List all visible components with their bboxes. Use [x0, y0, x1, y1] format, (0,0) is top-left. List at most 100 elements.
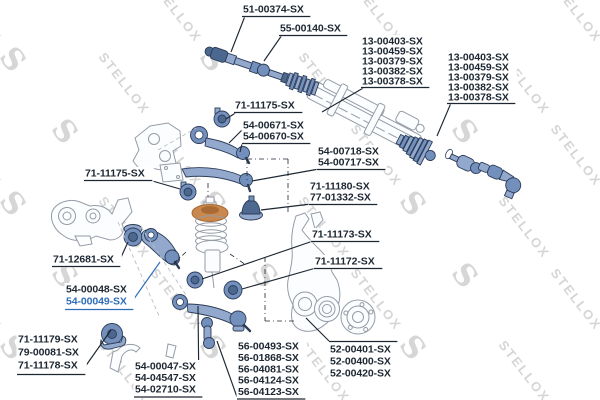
part-number[interactable]: 52-00420-SX — [330, 368, 391, 380]
upper-control-arm-rear — [159, 162, 253, 193]
part-number[interactable]: 52-00401-SX — [330, 344, 391, 356]
part-number[interactable]: 79-00081-SX — [18, 347, 79, 359]
part-label-group: 13-00403-SX13-00459-SX13-00379-SX13-0038… — [436, 51, 517, 137]
arm-bushing-lower — [179, 181, 197, 201]
part-number[interactable]: 13-00459-SX — [362, 46, 423, 58]
part-label-group: 55-00140-SX — [263, 22, 349, 62]
part-number[interactable]: 71-11178-SX — [18, 360, 78, 372]
label-bg — [310, 228, 381, 243]
part-number[interactable]: 54-00717-SX — [318, 157, 379, 169]
label-bg — [446, 51, 517, 105]
part-label-group: 13-00403-SX13-00459-SX13-00379-SX13-0038… — [321, 35, 431, 113]
hub-bearing — [314, 296, 340, 322]
watermark-logo: S — [444, 0, 485, 7]
part-number[interactable]: 54-02710-SX — [135, 384, 196, 396]
label-bg — [233, 99, 304, 114]
part-number[interactable]: 13-00403-SX — [448, 52, 509, 64]
part-number[interactable]: 71-11180-SX — [310, 181, 370, 193]
alignment-lines — [117, 127, 297, 322]
part-number[interactable]: 13-00403-SX — [362, 36, 423, 48]
watermark-text: STELLOX — [0, 266, 5, 334]
label-bg — [241, 3, 312, 18]
stabilizer-link — [201, 317, 215, 349]
part-number-selected[interactable]: 54-00049-SX — [66, 296, 127, 308]
watermark-logo: S — [44, 0, 85, 7]
part-number[interactable]: 71-11179-SX — [18, 334, 78, 346]
lower-control-arm — [172, 294, 252, 333]
watermark-logo: S — [44, 112, 85, 151]
watermark-logo: S — [0, 40, 33, 79]
part-number[interactable]: 13-00378-SX — [448, 92, 509, 104]
label-bg — [313, 255, 384, 270]
part-number[interactable]: 51-00374-SX — [243, 4, 304, 16]
bushing-71-11173 — [186, 271, 204, 289]
leader-line — [216, 340, 238, 398]
part-number[interactable]: 56-04124-SX — [238, 375, 299, 387]
part-number[interactable]: 13-00379-SX — [448, 72, 509, 84]
part-number[interactable]: 71-11173-SX — [312, 229, 372, 241]
part-number[interactable]: 56-01868-SX — [238, 352, 299, 364]
watermark-text: STELLOX — [148, 0, 205, 45]
subframe-bushing — [123, 224, 143, 247]
part-number[interactable]: 52-00400-SX — [330, 356, 391, 368]
leader-line — [241, 267, 317, 290]
watermark-text: STELLOX — [96, 50, 153, 118]
part-number[interactable]: 13-00379-SX — [362, 56, 423, 68]
part-number[interactable]: 13-00459-SX — [448, 62, 509, 74]
part-number[interactable]: 54-00718-SX — [318, 146, 379, 158]
watermark-logo: S — [444, 256, 485, 295]
part-number[interactable]: 54-00671-SX — [243, 120, 304, 132]
label-bg — [278, 22, 349, 37]
part-number[interactable]: 56-00493-SX — [238, 341, 299, 353]
watermark-text: STELLOX — [496, 194, 553, 262]
watermark-text: STELLOX — [0, 0, 5, 45]
part-number[interactable]: 71-12681-SX — [53, 254, 114, 266]
leader-line — [305, 317, 330, 342]
leader-line — [263, 34, 283, 62]
part-number[interactable]: 54-00048-SX — [66, 284, 127, 296]
label-bg — [308, 180, 379, 206]
part-number[interactable]: 13-00382-SX — [448, 82, 509, 94]
upper-control-arm-front — [190, 126, 251, 165]
part-number[interactable]: 77-01332-SX — [310, 192, 371, 204]
part-number[interactable]: 54-00047-SX — [135, 361, 196, 373]
rear-wishbone-arm — [51, 197, 133, 247]
part-label-group: 71-11172-SX — [241, 255, 384, 290]
leader-line — [130, 261, 161, 304]
stabilizer-bushing — [100, 323, 127, 350]
label-bg — [328, 343, 399, 383]
part-number[interactable]: 54-04547-SX — [135, 372, 196, 384]
leader-line — [251, 168, 320, 182]
part-number[interactable]: 13-00382-SX — [362, 66, 423, 78]
watermark-logo: S — [592, 184, 600, 223]
label-bg — [241, 119, 312, 145]
watermark-logo: S — [592, 40, 600, 79]
labels-layer: 51-00374-SX55-00140-SX13-00403-SX13-0045… — [16, 3, 517, 400]
part-number[interactable]: 71-11172-SX — [315, 256, 375, 268]
watermark-text: STELLOX — [0, 122, 5, 190]
strut-assembly — [191, 196, 229, 289]
label-bg — [133, 360, 204, 398]
part-number[interactable]: 13-00378-SX — [362, 76, 423, 88]
watermark-logo: S — [0, 184, 33, 223]
part-label-group: 71-12681-SX — [51, 241, 129, 268]
leader-line — [148, 179, 181, 190]
part-number[interactable]: 56-04081-SX — [238, 363, 299, 375]
leader-line — [228, 128, 244, 144]
part-number[interactable]: 56-04123-SX — [238, 386, 299, 398]
watermark-logo: S — [444, 112, 485, 151]
tie-rod-end-right — [477, 161, 522, 200]
part-number[interactable]: 54-00670-SX — [243, 131, 304, 143]
part-number[interactable]: 71-11175-SX — [85, 168, 145, 180]
part-number[interactable]: 55-00140-SX — [280, 23, 341, 35]
part-label-group: 71-11175-SX — [83, 167, 181, 190]
watermark-text: STELLOX — [548, 122, 600, 190]
curved-control-arm-highlighted — [141, 228, 181, 270]
part-number[interactable]: 71-11175-SX — [235, 100, 295, 112]
leader-line — [201, 240, 314, 280]
label-bg — [236, 340, 307, 400]
